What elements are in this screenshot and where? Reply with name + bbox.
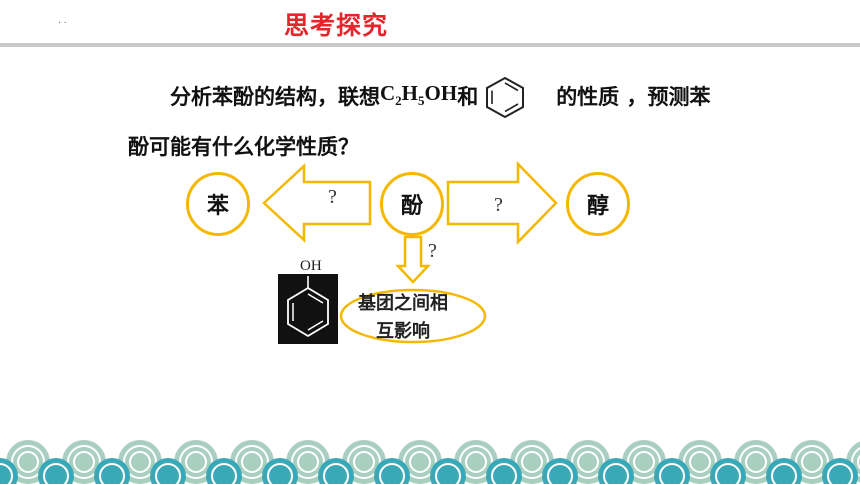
decorative-wave-border [0,432,860,484]
phenol-oh-label: OH [300,258,322,274]
effect-line-2: 互影响 [376,321,430,342]
right-arrow [446,160,558,246]
effect-line-1: 基团之间相 [358,293,448,314]
question-part-c: 的性质 ，预测苯 [556,85,711,110]
left-arrow-question: ? [328,186,337,208]
down-arrow-question: ? [428,240,437,262]
node-alcohol: 醇 [566,172,630,236]
question-line-1: 分析苯酚的结构，联想 C2H5OH 和 的性质 ，预测苯 [128,70,818,124]
left-arrow [262,163,372,243]
question-line-2: 酚可能有什么化学性质？ [128,135,359,160]
question-text: 分析苯酚的结构，联想 C2H5OH 和 的性质 ，预测苯 酚可能有什么化学性质？ [128,70,818,170]
header-divider [0,43,860,47]
question-part-a: 分析苯酚的结构，联想 [170,85,380,110]
slide-title: 思考探究 [284,11,389,40]
node-benzene: 苯 [186,172,250,236]
group-effect-text: 基团之间相 互影响 [348,290,458,346]
ethanol-formula: C2H5OH [380,81,458,109]
right-arrow-question: ? [494,194,503,216]
phenol-structure-icon [278,274,338,344]
node-phenol: 酚 [380,172,444,236]
question-part-b: 和 [457,85,479,110]
benzene-ring-icon [486,76,525,119]
header-dots: . . [58,16,67,26]
effect-ellipse [339,288,487,344]
down-arrow [395,235,431,284]
